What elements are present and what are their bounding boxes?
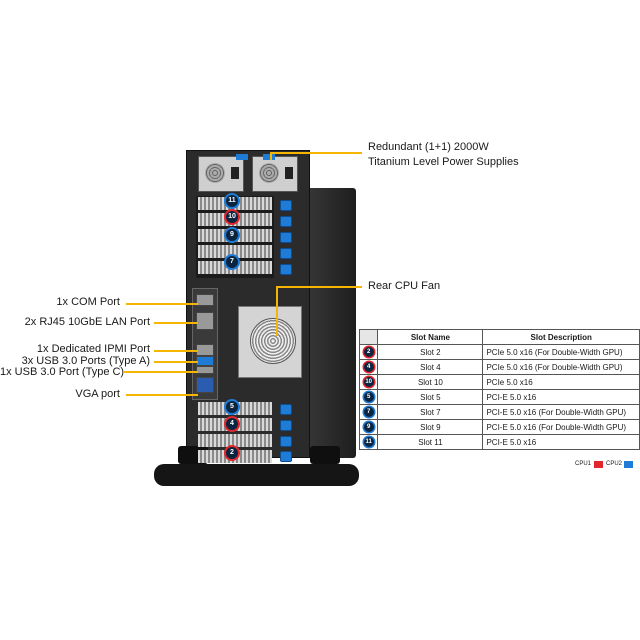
slot-name-cell: Slot 7 xyxy=(377,404,484,420)
slot-latch-icon xyxy=(280,216,292,227)
slot-name-cell: Slot 9 xyxy=(377,419,484,435)
slot-badge-10: 10 xyxy=(226,211,238,223)
slot-badge-icon: 10 xyxy=(363,377,374,387)
slot-latch-icon xyxy=(280,264,292,275)
com-port-callout: 1x COM Port xyxy=(56,296,120,308)
slot-badge-9: 9 xyxy=(226,229,238,241)
fan-icon xyxy=(250,318,296,364)
vga-callout: VGA port xyxy=(75,388,120,400)
chassis-base xyxy=(154,464,359,486)
callout-line-ipmi xyxy=(154,350,198,352)
expansion-slot xyxy=(198,245,272,258)
usb-c-callout: 1x USB 3.0 Port (Type C) xyxy=(0,366,125,378)
slot-badge-5: 5 xyxy=(226,401,238,413)
callout-line-fan xyxy=(276,286,362,288)
psu-callout-line2: Titanium Level Power Supplies xyxy=(368,156,519,168)
slot-badge-cell: 5 xyxy=(358,389,379,405)
ipmi-port-callout: 1x Dedicated IPMI Port xyxy=(36,343,150,355)
slot-badge-2: 2 xyxy=(226,447,238,459)
expansion-slot xyxy=(198,261,272,274)
slot-desc-cell: PCI-E 5.0 x16 (For Double-Width GPU) xyxy=(482,404,640,420)
slot-name-cell: Slot 10 xyxy=(377,374,484,390)
slot-name-cell: Slot 4 xyxy=(377,359,484,375)
chassis-foot-right xyxy=(310,446,340,464)
slot-badge-icon: 11 xyxy=(363,437,374,447)
callout-line-fan xyxy=(276,286,278,336)
legend-cpu2-swatch xyxy=(624,461,633,468)
table-header-slot-desc: Slot Description xyxy=(482,329,640,345)
psu-latch-icon xyxy=(263,154,275,160)
slot-name-cell: Slot 11 xyxy=(377,434,484,450)
expansion-slot xyxy=(198,434,272,447)
slot-desc-cell: PCIe 5.0 x16 (For Double-Width GPU) xyxy=(482,359,640,375)
table-header-slot-name: Slot Name xyxy=(377,329,484,345)
lan-port-callout: 2x RJ45 10GbE LAN Port xyxy=(24,316,150,328)
slot-latch-icon xyxy=(280,248,292,259)
rear-fan-callout: Rear CPU Fan xyxy=(368,280,441,292)
psu-latch-icon xyxy=(236,154,248,160)
slot-badge-icon: 7 xyxy=(363,407,374,417)
slot-badge-cell: 10 xyxy=(358,374,379,390)
usb-a-port xyxy=(196,356,214,366)
callout-line-vga xyxy=(126,394,198,396)
slot-desc-cell: PCI-E 5.0 x16 xyxy=(482,434,640,450)
slot-name-cell: Slot 2 xyxy=(377,344,484,360)
table-header-row: Slot Name Slot Description xyxy=(358,329,640,345)
vga-port xyxy=(196,377,214,393)
slot-desc-cell: PCI-E 5.0 x16 xyxy=(482,389,640,405)
slot-latch-icon xyxy=(280,420,292,431)
slot-desc-cell: PCIe 5.0 x16 xyxy=(482,374,640,390)
slot-badge-cell: 4 xyxy=(358,359,379,375)
slot-badge-7: 7 xyxy=(226,256,238,268)
lan-port xyxy=(196,312,214,330)
power-supply-2 xyxy=(252,156,298,192)
callout-line-lan xyxy=(154,322,198,324)
callout-line-usb-a xyxy=(154,361,198,363)
table-header-icon xyxy=(358,329,379,345)
psu-callout-line1: Redundant (1+1) 2000W xyxy=(368,141,489,153)
slot-latch-icon xyxy=(280,404,292,415)
callout-line-psu xyxy=(270,152,272,160)
slot-badge-icon: 5 xyxy=(363,392,374,402)
slot-badge-cell: 7 xyxy=(358,404,379,420)
slot-badge-cell: 9 xyxy=(358,419,379,435)
slot-name-cell: Slot 5 xyxy=(377,389,484,405)
callout-line-psu xyxy=(270,152,362,154)
slot-badge-4: 4 xyxy=(226,418,238,430)
legend-cpu2-label: CPU2 xyxy=(606,461,623,467)
slot-desc-cell: PCI-E 5.0 x16 (For Double-Width GPU) xyxy=(482,419,640,435)
usb-a-callout: 3x USB 3.0 Ports (Type A) xyxy=(21,355,150,367)
slot-latch-icon xyxy=(280,436,292,447)
slot-desc-cell: PCIe 5.0 x16 (For Double-Width GPU) xyxy=(482,344,640,360)
com-port xyxy=(196,294,214,306)
slot-badge-icon: 9 xyxy=(363,422,374,432)
slot-badge-cell: 11 xyxy=(358,434,379,450)
slot-latch-icon xyxy=(280,451,292,462)
callout-line-com xyxy=(126,303,198,305)
ipmi-port xyxy=(196,344,214,356)
slot-latch-icon xyxy=(280,200,292,211)
slot-badge-11: 11 xyxy=(226,195,238,207)
callout-line-usb-c xyxy=(124,371,198,373)
slot-badge-icon: 2 xyxy=(363,347,374,357)
power-supply-1 xyxy=(198,156,244,192)
slot-badge-icon: 4 xyxy=(363,362,374,372)
legend-cpu1-label: CPU1 xyxy=(575,461,592,467)
slot-badge-cell: 2 xyxy=(358,344,379,360)
legend-cpu1-swatch xyxy=(594,461,603,468)
slot-latch-icon xyxy=(280,232,292,243)
usb-c-port xyxy=(196,366,214,374)
